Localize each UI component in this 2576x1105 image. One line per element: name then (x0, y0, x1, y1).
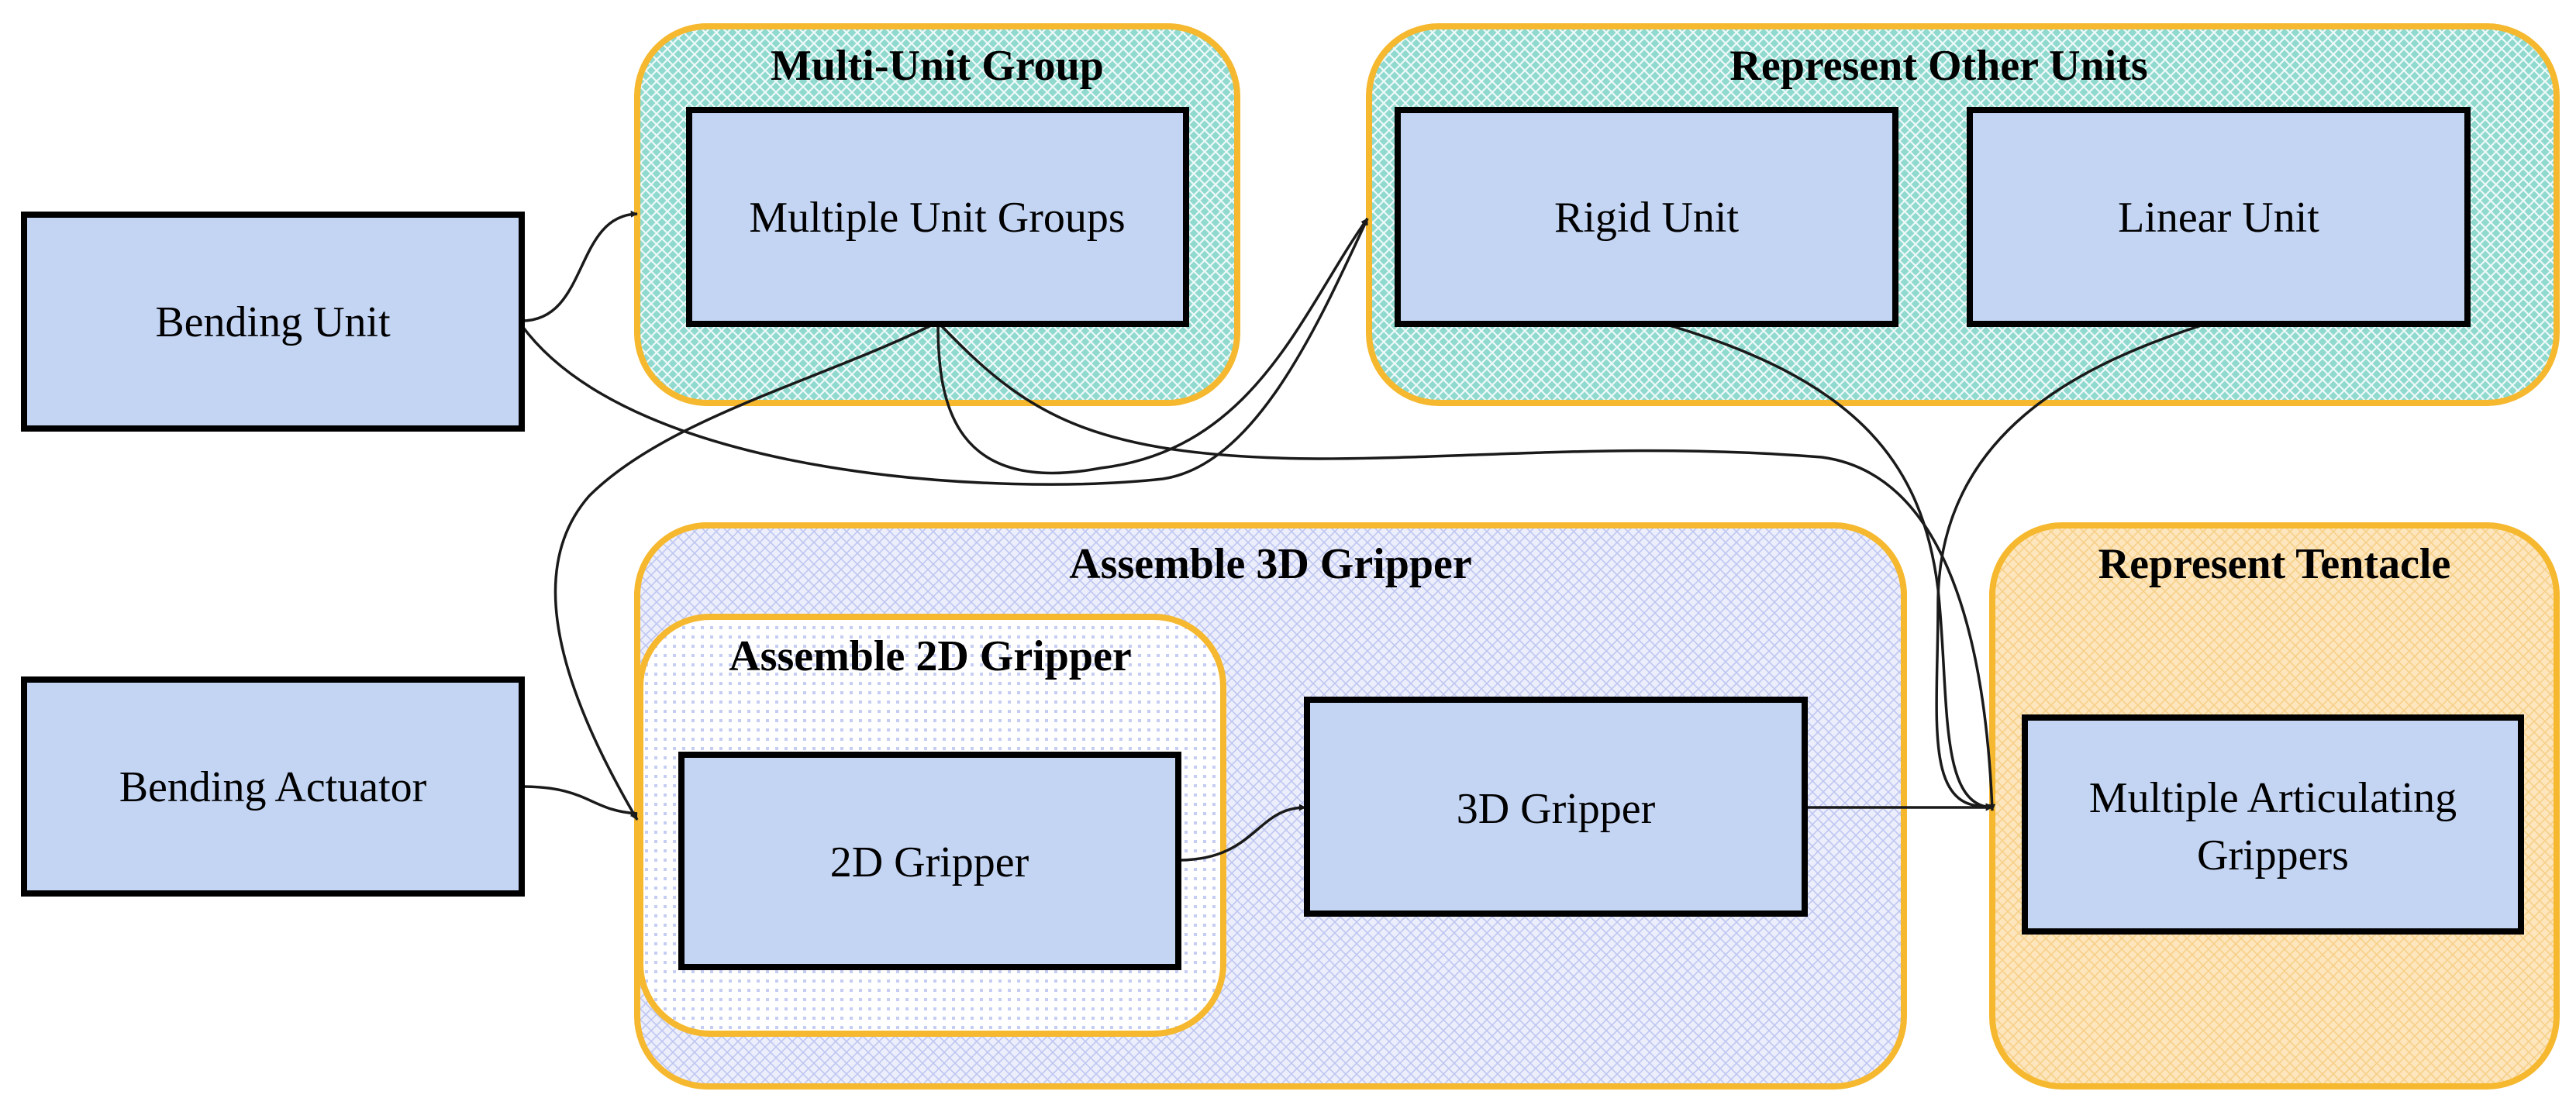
node-label-rigid-unit: Rigid Unit (1554, 194, 1739, 242)
node-3d-gripper: 3D Gripper (1304, 697, 1808, 917)
edge-bending-unit-to-represent-other-units (520, 218, 1369, 486)
node-label-2d-gripper: 2D Gripper (830, 838, 1029, 886)
group-title-assemble-2d-gripper: Assemble 2D Gripper (729, 632, 1132, 680)
edges (520, 210, 2212, 862)
node-multiple-unit-groups: Multiple Unit Groups (686, 107, 1189, 327)
node-2d-gripper: 2D Gripper (678, 752, 1181, 970)
node-label-articulating-grippers-line1: Multiple Articulating (2089, 774, 2457, 822)
group-title-represent-other-units: Represent Other Units (1729, 42, 2147, 90)
edge-linear-unit-to-articulating-grippers (1935, 321, 2212, 811)
edge-multiple-unit-groups-to-2d-gripper (553, 322, 935, 821)
edge-bending-actuator-to-2d-gripper (521, 785, 638, 817)
node-label-3d-gripper: 3D Gripper (1457, 785, 1656, 833)
node-label-bending-actuator: Bending Actuator (119, 763, 427, 811)
group-title-multi-unit-group: Multi-Unit Group (771, 42, 1104, 90)
edge-rigid-unit-to-articulating-grippers (1658, 321, 1993, 811)
edge-bending-unit-to-multiple-unit-groups (521, 210, 638, 322)
edge-multiple-unit-groups-to-articulating-grippers (938, 322, 1996, 811)
node-bending-actuator: Bending Actuator (21, 676, 525, 897)
node-label-multiple-unit-groups: Multiple Unit Groups (749, 194, 1125, 242)
group-title-assemble-3d-gripper: Assemble 3D Gripper (1069, 540, 1472, 588)
node-label-articulating-grippers-line2: Grippers (2197, 831, 2349, 880)
node-label-bending-unit: Bending Unit (155, 298, 391, 346)
node-rigid-unit: Rigid Unit (1395, 107, 1898, 327)
group-title-represent-tentacle: Represent Tentacle (2098, 540, 2451, 588)
node-label-linear-unit: Linear Unit (2118, 194, 2319, 242)
node-multiple-articulating-grippers: Multiple Articulating Grippers (2022, 714, 2524, 935)
edge-multiple-unit-groups-to-represent-other-units (936, 217, 1369, 475)
node-bending-unit: Bending Unit (21, 212, 525, 432)
node-linear-unit: Linear Unit (1967, 107, 2471, 327)
edge-2d-gripper-to-3d-gripper (1178, 804, 1306, 862)
